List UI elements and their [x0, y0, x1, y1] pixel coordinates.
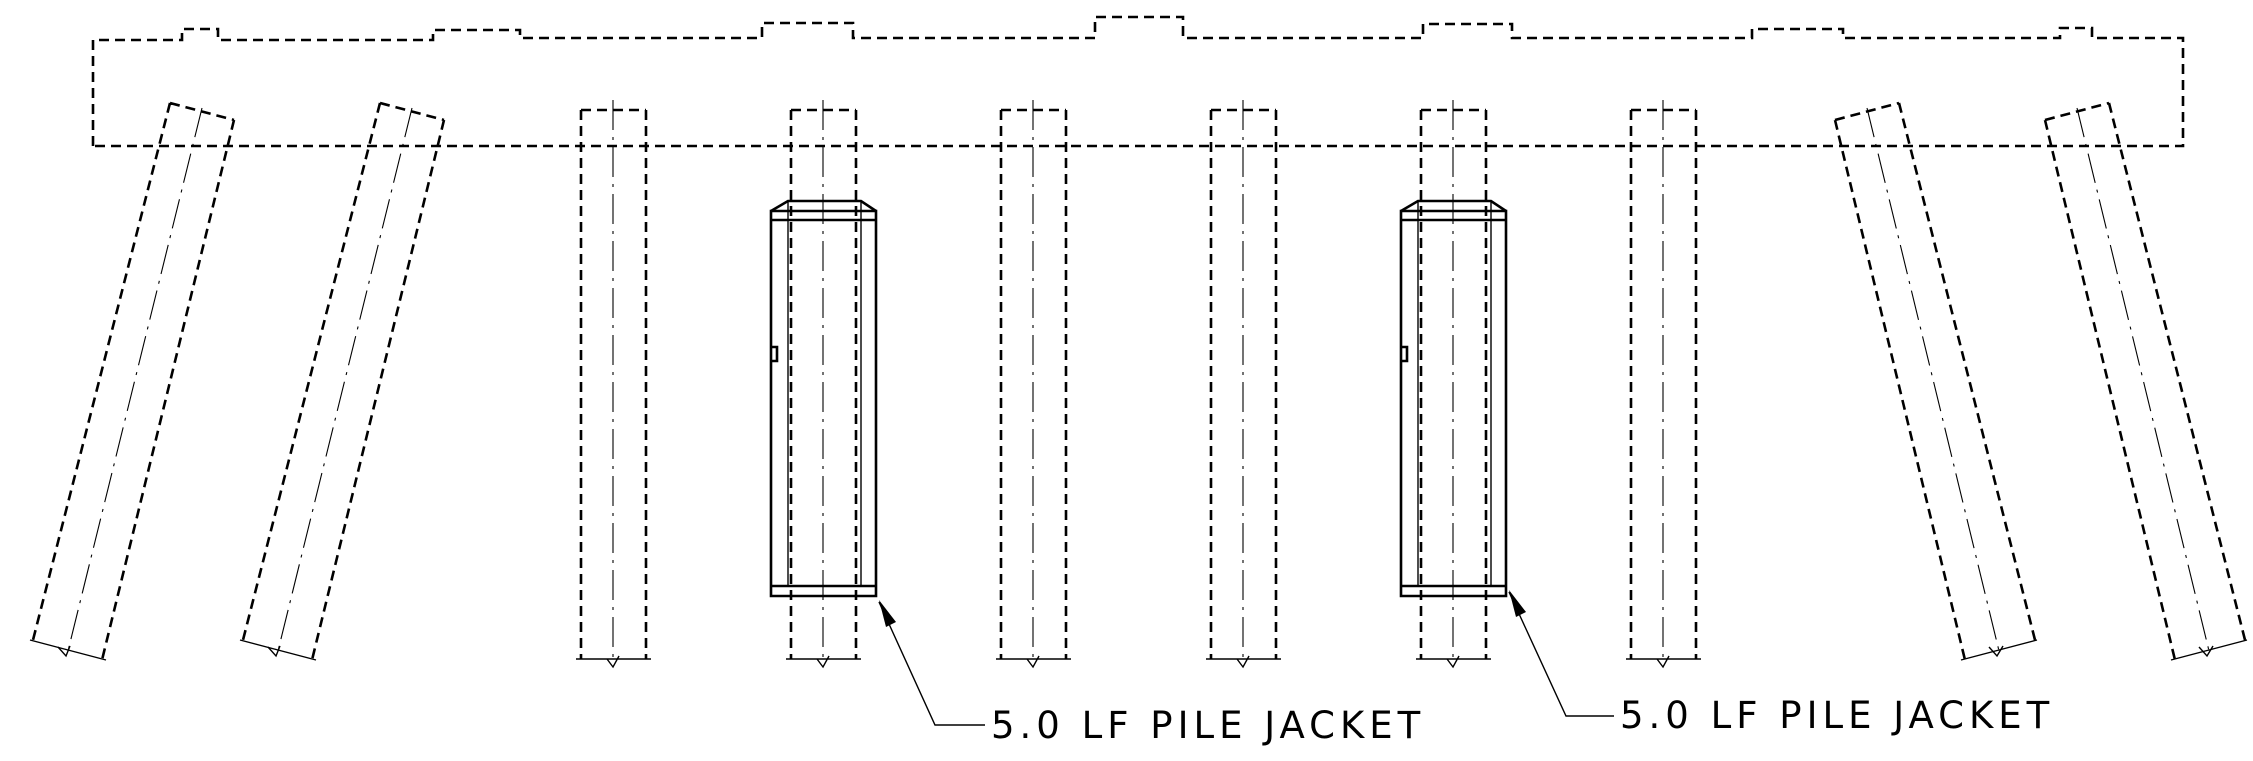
- pile-jacket-right: [1399, 199, 1508, 598]
- battered-pile-10: [2043, 101, 2248, 661]
- arrowhead-left: [879, 600, 896, 627]
- vertical-pile-4: [786, 100, 861, 669]
- vertical-pile-6: [1206, 100, 1281, 669]
- vertical-pile-7: [1416, 100, 1491, 669]
- battered-pile-9: [1833, 101, 2038, 661]
- arrowhead-right: [1509, 590, 1526, 617]
- vertical-pile-8: [1626, 100, 1701, 669]
- vertical-pile-5: [996, 100, 1071, 669]
- leader-left: [878, 600, 985, 726]
- pile-jacket-left: [769, 199, 878, 598]
- battered-pile-2: [239, 101, 446, 661]
- vertical-pile-3: [576, 100, 651, 669]
- pile-cap: [91, 15, 2185, 148]
- leader-right: [1508, 590, 1614, 717]
- battered-pile-1: [29, 101, 236, 661]
- jacket-label-right: 5.0 LF PILE JACKET: [1620, 694, 2054, 737]
- jacket-label-left: 5.0 LF PILE JACKET: [991, 704, 1425, 747]
